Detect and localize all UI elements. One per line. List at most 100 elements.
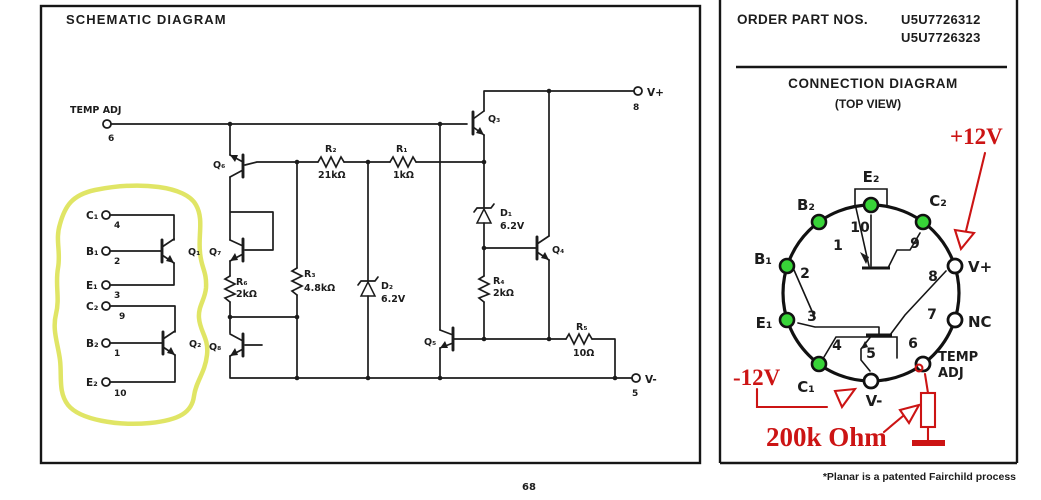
svg-text:Q₁: Q₁ xyxy=(188,247,200,258)
transistor-q1 xyxy=(160,238,175,264)
svg-text:R₂: R₂ xyxy=(325,144,336,155)
plus-supply-arrow xyxy=(964,151,987,233)
vplus-pin: 8 xyxy=(633,103,639,113)
svg-text:R₆: R₆ xyxy=(236,277,247,288)
pin-8-vplus xyxy=(946,257,964,275)
pin-6-temp-adj xyxy=(914,355,932,373)
pin-10-e2 xyxy=(862,196,880,214)
resistor-r3 xyxy=(290,267,304,296)
transistor-q5 xyxy=(439,326,455,352)
svg-text:Q₇: Q₇ xyxy=(209,247,221,258)
svg-text:C₂: C₂ xyxy=(86,301,99,313)
plus-supply-note: +12V xyxy=(950,124,1003,149)
resistor-note: 200k Ohm xyxy=(766,422,887,452)
footnote: *Planar is a patented Fairchild process xyxy=(823,471,1016,483)
pin-2-b1 xyxy=(778,257,796,275)
svg-text:E₂: E₂ xyxy=(86,377,98,389)
ground-bar xyxy=(912,440,945,446)
svg-text:7: 7 xyxy=(927,307,937,323)
vplus-label: V+ xyxy=(647,87,664,99)
svg-text:R₅: R₅ xyxy=(576,322,587,333)
schematic-wires xyxy=(109,90,637,383)
svg-text:1kΩ: 1kΩ xyxy=(393,170,414,181)
svg-text:C₁: C₁ xyxy=(797,378,815,396)
schematic-terminals xyxy=(101,86,643,387)
transistor-q7 xyxy=(229,237,245,263)
svg-text:D₂: D₂ xyxy=(381,281,393,292)
svg-text:V-: V- xyxy=(866,392,883,410)
diode-d2 xyxy=(357,276,379,297)
svg-text:2kΩ: 2kΩ xyxy=(493,288,514,299)
svg-text:R₃: R₃ xyxy=(304,269,315,280)
svg-text:B₂: B₂ xyxy=(797,196,815,214)
svg-text:Q₈: Q₈ xyxy=(209,342,221,353)
svg-text:9: 9 xyxy=(119,312,125,322)
svg-text:Q₂: Q₂ xyxy=(189,339,201,350)
transistor-q4 xyxy=(535,235,550,261)
panel-borders xyxy=(718,0,1019,465)
svg-text:Q₄: Q₄ xyxy=(552,245,564,256)
schematic-title: SCHEMATIC DIAGRAM xyxy=(66,12,227,27)
svg-text:10: 10 xyxy=(850,220,870,236)
schematic-labels: TEMP ADJ 6 C₁ 4 B₁ 2 E₁ 3 C₂ 9 B₂ 1 E₂ 1… xyxy=(70,87,664,399)
svg-text:R₄: R₄ xyxy=(493,276,504,287)
pin-5-vminus xyxy=(862,372,880,390)
vminus-label: V- xyxy=(645,374,657,386)
pin-7-nc xyxy=(946,311,964,329)
svg-text:21kΩ: 21kΩ xyxy=(318,170,346,181)
page-number: 68 xyxy=(522,482,536,493)
svg-text:C₂: C₂ xyxy=(929,192,947,210)
svg-text:Q₃: Q₃ xyxy=(488,114,500,125)
svg-text:1: 1 xyxy=(833,238,843,254)
can-internal-wiring xyxy=(793,188,947,372)
connection-subtitle: (TOP VIEW) xyxy=(835,97,901,111)
pin-9-c2 xyxy=(914,213,932,231)
svg-text:B₂: B₂ xyxy=(86,338,99,350)
connection-title: CONNECTION DIAGRAM xyxy=(788,76,958,91)
transistor-q2 xyxy=(161,330,176,356)
resistor-r1 xyxy=(389,155,417,169)
schematic-panel: SCHEMATIC DIAGRAM xyxy=(39,4,702,493)
pin-3-e1 xyxy=(778,311,796,329)
svg-text:4: 4 xyxy=(114,221,120,231)
part-number-1: U5U7726312 xyxy=(901,12,981,27)
external-resistor-sketch xyxy=(912,363,945,446)
transistor-q3 xyxy=(471,110,485,136)
svg-text:6.2V: 6.2V xyxy=(500,221,525,232)
svg-text:C₁: C₁ xyxy=(86,210,99,222)
vplus-terminal xyxy=(633,86,643,96)
svg-text:6: 6 xyxy=(908,336,918,352)
pin-4-c1 xyxy=(810,355,828,373)
svg-text:D₁: D₁ xyxy=(500,208,512,219)
junction-dots xyxy=(227,88,618,381)
resistor-r5 xyxy=(565,332,593,346)
svg-text:Q₆: Q₆ xyxy=(213,160,225,171)
svg-text:E₂: E₂ xyxy=(863,168,880,186)
temp-adj-pin: 6 xyxy=(108,134,114,144)
highlight-loop xyxy=(52,183,210,426)
svg-text:2kΩ: 2kΩ xyxy=(236,289,257,300)
part-number-2: U5U7726323 xyxy=(901,30,981,45)
temp-adj-label: TEMP ADJ xyxy=(70,105,121,116)
red-annotations: +12V -12V 200k Ohm xyxy=(733,124,1003,452)
svg-text:6.2V: 6.2V xyxy=(381,294,406,305)
can-pin-labels: E₂ 10 C₂ 9 V+ 8 NC 7 TEMP ADJ 6 V- 5 C₁ … xyxy=(754,168,992,410)
order-connection-panel: ORDER PART NOS. U5U7726312 U5U7726323 CO… xyxy=(718,0,1019,483)
can-pins xyxy=(778,196,964,390)
svg-text:V+: V+ xyxy=(968,258,992,276)
svg-text:10Ω: 10Ω xyxy=(573,348,594,359)
temp-adj-line1: TEMP xyxy=(938,350,978,365)
svg-text:5: 5 xyxy=(866,346,876,362)
svg-text:4.8kΩ: 4.8kΩ xyxy=(304,283,335,294)
svg-text:B₁: B₁ xyxy=(754,250,772,268)
minus-supply-note: -12V xyxy=(733,365,781,390)
svg-text:2: 2 xyxy=(114,257,120,267)
temp-adj-terminal xyxy=(102,119,112,129)
pin-1-b2 xyxy=(810,213,828,231)
temp-adj-line2: ADJ xyxy=(938,366,964,381)
svg-text:E₁: E₁ xyxy=(86,280,98,292)
order-heading: ORDER PART NOS. xyxy=(737,12,868,27)
minus-supply-arrow xyxy=(755,387,829,409)
